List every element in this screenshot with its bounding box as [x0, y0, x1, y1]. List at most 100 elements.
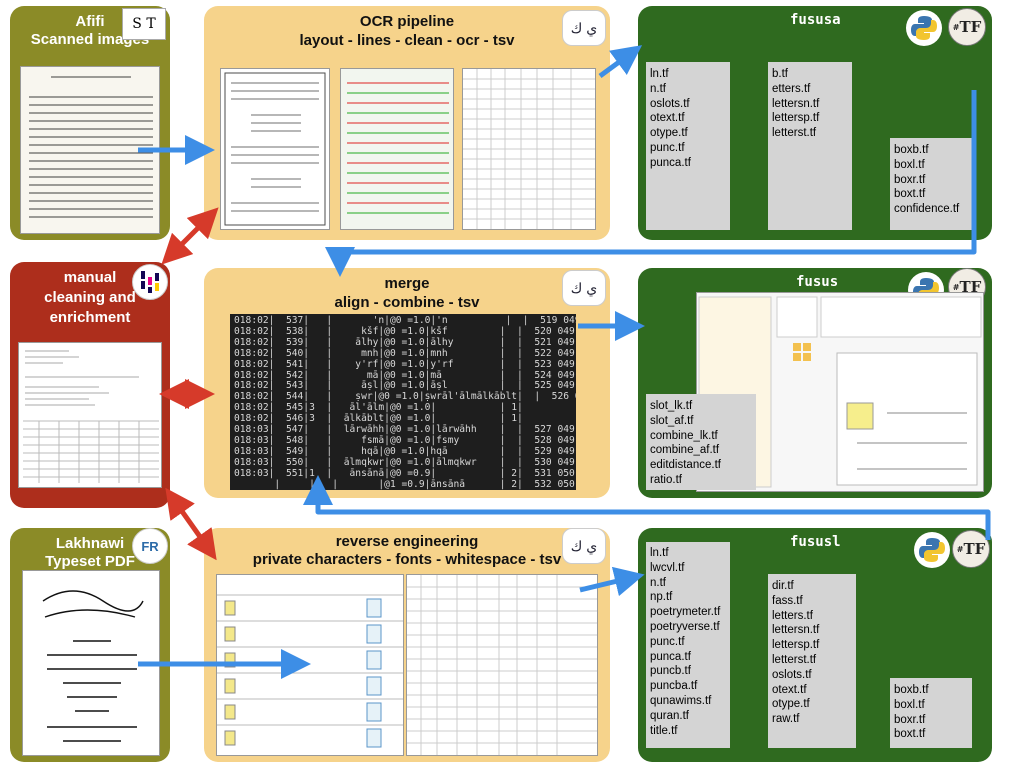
- manual-title-line2: cleaning and: [44, 289, 136, 306]
- afifi-title-line1: Afifi: [75, 13, 105, 30]
- terminal-line: 018:02| 537| | 'n|@0 =1.0|'n | | 519 049…: [234, 315, 576, 326]
- manual-title-line3: enrichment: [49, 309, 131, 326]
- feature-file: lettersn.tf: [772, 624, 820, 637]
- reverse-tsv-thumbnail: [406, 574, 598, 756]
- terminal-line: 018:02| 545|3 | āl'ālm|@0 =1.0| | 1|: [234, 402, 523, 414]
- merge-title-line1: merge: [384, 275, 430, 292]
- fususa-title: fususa: [790, 12, 841, 28]
- afifi-title-line2: Scanned images: [30, 31, 150, 48]
- feature-file: boxl.tf: [894, 698, 925, 711]
- terminal-line: | |1 | |@1 =0.9|ānsānā | 2| 532 050:02: [234, 478, 576, 490]
- reverse-title-line2: private characters - fonts - whitespace …: [252, 551, 562, 568]
- lakhnawi-title-line1: Lakhnawi: [55, 535, 125, 552]
- feature-file: ln.tf: [650, 547, 669, 559]
- panel-merge: merge align - combine - tsv ي ك 018:02| …: [204, 268, 610, 498]
- terminal-line: 018:02| 543| | āṣl|@0 =1.0|āṣl | | 525 0…: [234, 380, 576, 392]
- panel-lakhnawi: Lakhnawi Typeset PDF FR: [10, 528, 170, 762]
- feature-file: qunawims.tf: [650, 694, 712, 707]
- ocr-title-line2: layout - lines - clean - ocr - tsv: [299, 32, 515, 49]
- ocr-layout-thumbnail: [220, 68, 330, 230]
- fr-icon: FR: [132, 528, 168, 564]
- feature-file: boxt.tf: [894, 728, 926, 741]
- terminal-line: 018:03| 551|1 | ānsānā|@0 =0.9| | 2| 531…: [234, 467, 576, 479]
- python-icon: [914, 532, 950, 568]
- arabic-glyph-icon: ي ك: [562, 10, 606, 46]
- terminal-line: 018:03| 550| | ālmqkwr|@0 =1.0|ālmqkwr |…: [234, 456, 576, 468]
- feature-file: etters.tf: [772, 82, 811, 95]
- feature-file: punc.tf: [650, 141, 685, 154]
- feature-file: oslots.tf: [772, 668, 812, 681]
- panel-ocr-pipeline: OCR pipeline layout - lines - clean - oc…: [204, 6, 610, 240]
- feature-file: boxl.tf: [894, 158, 925, 171]
- feature-file: lwcvl.tf: [650, 561, 685, 574]
- feature-file: letterst.tf: [772, 127, 817, 140]
- terminal-line: 018:03| 549| | hqā|@0 =1.0|hqā | | 529 0…: [234, 445, 576, 457]
- panel-reverse-engineering: reverse engineering private characters -…: [204, 528, 610, 762]
- fusus-title: fusus: [796, 274, 839, 290]
- terminal-line: 018:02| 542| | mā|@0 =1.0|mā | | 524 049…: [234, 369, 576, 381]
- feature-file: ln.tf: [650, 68, 669, 80]
- ocr-tsv-thumbnail: [462, 68, 596, 230]
- feature-file: n.tf: [650, 576, 666, 589]
- feature-file: poetrymeter.tf: [650, 606, 721, 619]
- feature-file: otext.tf: [772, 683, 807, 696]
- text-fabric-icon: #TF: [952, 530, 990, 568]
- python-icon: [906, 10, 942, 46]
- feature-file: combine_lk.tf: [650, 429, 718, 442]
- feature-file: puncba.tf: [650, 680, 698, 693]
- arabic-glyph-icon: ي ك: [562, 528, 606, 564]
- feature-file: boxb.tf: [894, 144, 929, 156]
- scanned-text-lines: [29, 76, 153, 218]
- feature-file: fass.tf: [772, 594, 803, 607]
- terminal-line: 018:02| 541| | y'rf|@0 =1.0|y'rf | | 523…: [234, 358, 576, 370]
- feature-file: boxr.tf: [894, 173, 926, 186]
- private-characters-thumbnail: [216, 574, 404, 756]
- feature-file: oslots.tf: [650, 97, 690, 110]
- terminal-line: 018:02| 538| | kšf|@0 =1.0|kšf | | 520 0…: [234, 325, 576, 337]
- feature-file: n.tf: [650, 82, 666, 95]
- feature-file: confidence.tf: [894, 203, 960, 216]
- feature-file: editdistance.tf: [650, 459, 721, 472]
- text-fabric-browser-thumbnail: [696, 292, 984, 492]
- arabic-glyph-icon: ي ك: [562, 270, 606, 306]
- notebook-thumbnail: [18, 342, 162, 488]
- terminal-line: 018:03| 548| | fsmā|@0 =1.0|fsmy | | 528…: [234, 434, 576, 446]
- manual-title-line1: manual: [63, 269, 117, 286]
- terminal-line: 018:02| 539| | ālhy|@0 =1.0|ālhy | | 521…: [234, 336, 576, 348]
- feature-file: punca.tf: [650, 650, 691, 663]
- terminal-line: 018:03| 547| | lārwāhh|@0 =1.0|lārwāhh |…: [234, 424, 576, 436]
- pandas-icon: [132, 264, 168, 300]
- scanned-page-thumbnail: [20, 66, 160, 234]
- typeset-pdf-thumbnail: [22, 570, 160, 756]
- feature-file: slot_lk.tf: [650, 400, 693, 412]
- reverse-title-line1: reverse engineering: [335, 533, 479, 550]
- fususl-title: fususl: [790, 534, 841, 550]
- feature-file: combine_af.tf: [650, 444, 720, 457]
- feature-file: lettersn.tf: [772, 97, 820, 110]
- feature-file: boxt.tf: [894, 188, 926, 201]
- feature-file: quran.tf: [650, 709, 689, 722]
- lakhnawi-title-line2: Typeset PDF: [45, 553, 135, 570]
- alignment-terminal: 018:02| 537| | 'n|@0 =1.0|'n | | 519 049…: [230, 314, 576, 490]
- panel-manual-cleaning: manual cleaning and enrichment: [10, 262, 170, 508]
- feature-file: otype.tf: [650, 127, 688, 140]
- arrow-manual-reverse-exchange: [165, 487, 217, 561]
- arrow-ocr-manual-exchange: [161, 207, 219, 265]
- feature-file: raw.tf: [772, 713, 800, 726]
- feature-file: puncb.tf: [650, 665, 691, 678]
- feature-file: boxr.tf: [894, 713, 926, 726]
- feature-file: lettersp.tf: [772, 639, 820, 652]
- merge-title-line2: align - combine - tsv: [334, 294, 480, 311]
- st-icon: S T: [122, 8, 166, 40]
- panel-afifi: Afifi Scanned images S T: [10, 6, 170, 240]
- terminal-line: 018:02| 544| | ṣwr|@0 =1.0|ṣwrāl'ālmālkā…: [234, 391, 576, 403]
- feature-file: otext.tf: [650, 112, 685, 125]
